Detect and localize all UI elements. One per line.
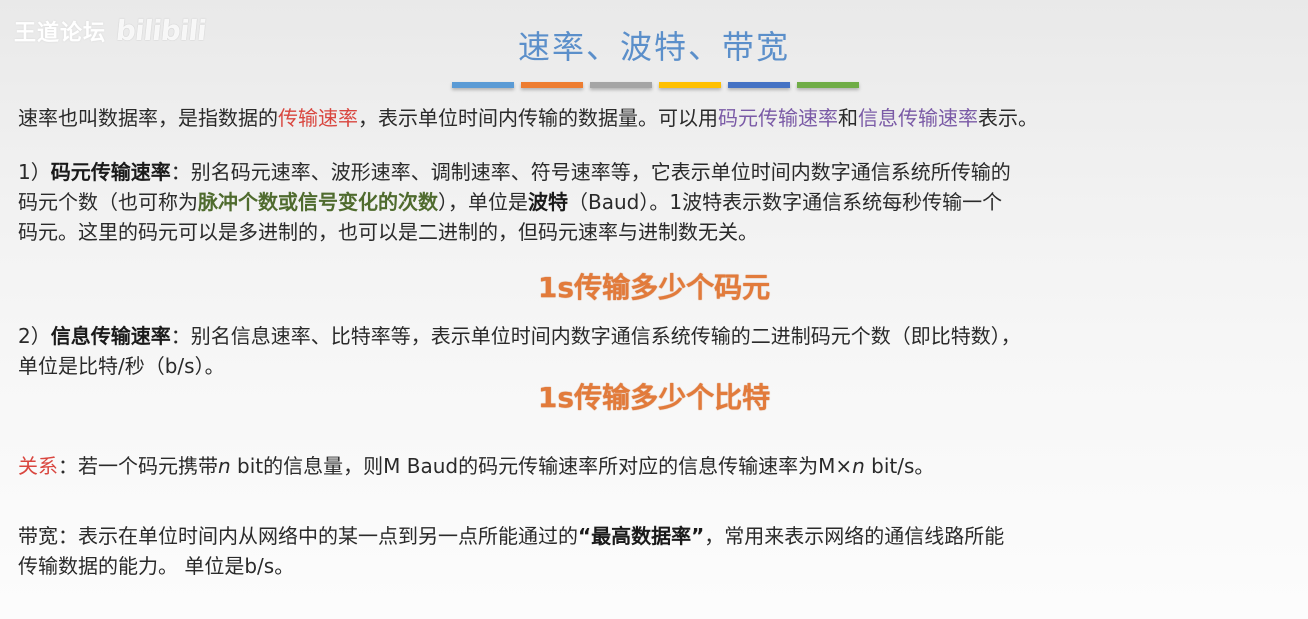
relation-label: 关系 (18, 454, 58, 478)
definition-text: 码元。这里的码元可以是多进制的，也可以是二进制的，但码元速率与进制数无关。 (18, 220, 758, 244)
callout-symbols-per-second: 1s传输多少个码元 (537, 271, 771, 304)
definition-text: ：别名信息速率、比特率等，表示单位时间内数字通信系统传输的二进制码元个数（即比特… (170, 324, 1021, 348)
callout-bits-per-second: 1s传输多少个比特 (537, 381, 771, 414)
definition-text: 单位是比特/秒（b/s）。 (18, 354, 225, 378)
intro-text: 和 (838, 106, 858, 130)
relation-text: ：若一个码元携带 (58, 454, 218, 478)
baud-rate-line-1: 1）码元传输速率：别名码元速率、波形速率、调制速率、符号速率等，它表示单位时间内… (18, 158, 1011, 186)
highlight-max-data-rate: “最高数据率” (578, 524, 705, 548)
baud-rate-line-3: 码元。这里的码元可以是多进制的，也可以是二进制的，但码元速率与进制数无关。 (18, 218, 758, 246)
relation-line: 关系：若一个码元携带n bit的信息量，则M Baud的码元传输速率所对应的信息… (18, 452, 934, 480)
divider-bar-yellow (659, 82, 721, 88)
definition-text: 码元个数（也可称为 (18, 190, 198, 214)
highlight-bit-rate: 信息传输速率 (858, 106, 978, 130)
color-divider (452, 82, 859, 88)
watermark-brand-text: 王道论坛 (14, 20, 107, 46)
bandwidth-line-2: 传输数据的能力。 单位是b/s。 (18, 552, 294, 580)
definition-text: ），单位是 (438, 190, 528, 214)
item-number: 2） (18, 324, 51, 348)
intro-text: 速率也叫数据率，是指数据的 (18, 106, 278, 130)
bit-rate-line-2: 单位是比特/秒（b/s）。 (18, 352, 225, 380)
relation-text: bit/s。 (864, 454, 935, 478)
watermark: 王道论坛 bilibili (14, 14, 207, 47)
intro-paragraph: 速率也叫数据率，是指数据的传输速率，表示单位时间内传输的数据量。可以用码元传输速… (18, 104, 1038, 132)
highlight-transmission-rate: 传输速率 (278, 106, 358, 130)
item-number: 1） (18, 160, 51, 184)
bit-rate-line-1: 2）信息传输速率：别名信息速率、比特率等，表示单位时间内数字通信系统传输的二进制… (18, 322, 1021, 350)
bandwidth-text: 带宽：表示在单位时间内从网络中的某一点到另一点所能通过的 (18, 524, 578, 548)
intro-text: 表示。 (978, 106, 1038, 130)
intro-text: ，表示单位时间内传输的数据量。可以用 (358, 106, 718, 130)
term-baud: 波特 (528, 190, 568, 214)
baud-rate-line-2: 码元个数（也可称为脉冲个数或信号变化的次数），单位是波特（Baud）。1波特表示… (18, 188, 1002, 216)
highlight-baud-rate: 码元传输速率 (718, 106, 838, 130)
divider-bar-orange (521, 82, 583, 88)
definition-text: ：别名码元速率、波形速率、调制速率、符号速率等，它表示单位时间内数字通信系统所传… (170, 160, 1011, 184)
bandwidth-text: 传输数据的能力。 单位是b/s。 (18, 554, 295, 578)
divider-bar-gray (590, 82, 652, 88)
definition-text: （Baud）。1波特表示数字通信系统每秒传输一个 (568, 190, 1003, 214)
divider-bar-green (797, 82, 859, 88)
term-bit-rate: 信息传输速率 (50, 324, 171, 348)
relation-text: bit的信息量，则M Baud的码元传输速率所对应的信息传输速率为M× (230, 454, 853, 478)
divider-bar-blue (452, 82, 514, 88)
bandwidth-line-1: 带宽：表示在单位时间内从网络中的某一点到另一点所能通过的“最高数据率”，常用来表… (18, 522, 1004, 550)
term-baud-rate: 码元传输速率 (50, 160, 171, 184)
variable-n: n (852, 454, 865, 478)
highlight-pulse-count: 脉冲个数或信号变化的次数 (198, 190, 438, 214)
bandwidth-text: ，常用来表示网络的通信线路所能 (704, 524, 1005, 548)
slide-title: 速率、波特、带宽 (517, 28, 790, 66)
divider-bar-darkblue (728, 82, 790, 88)
variable-n: n (218, 454, 231, 478)
